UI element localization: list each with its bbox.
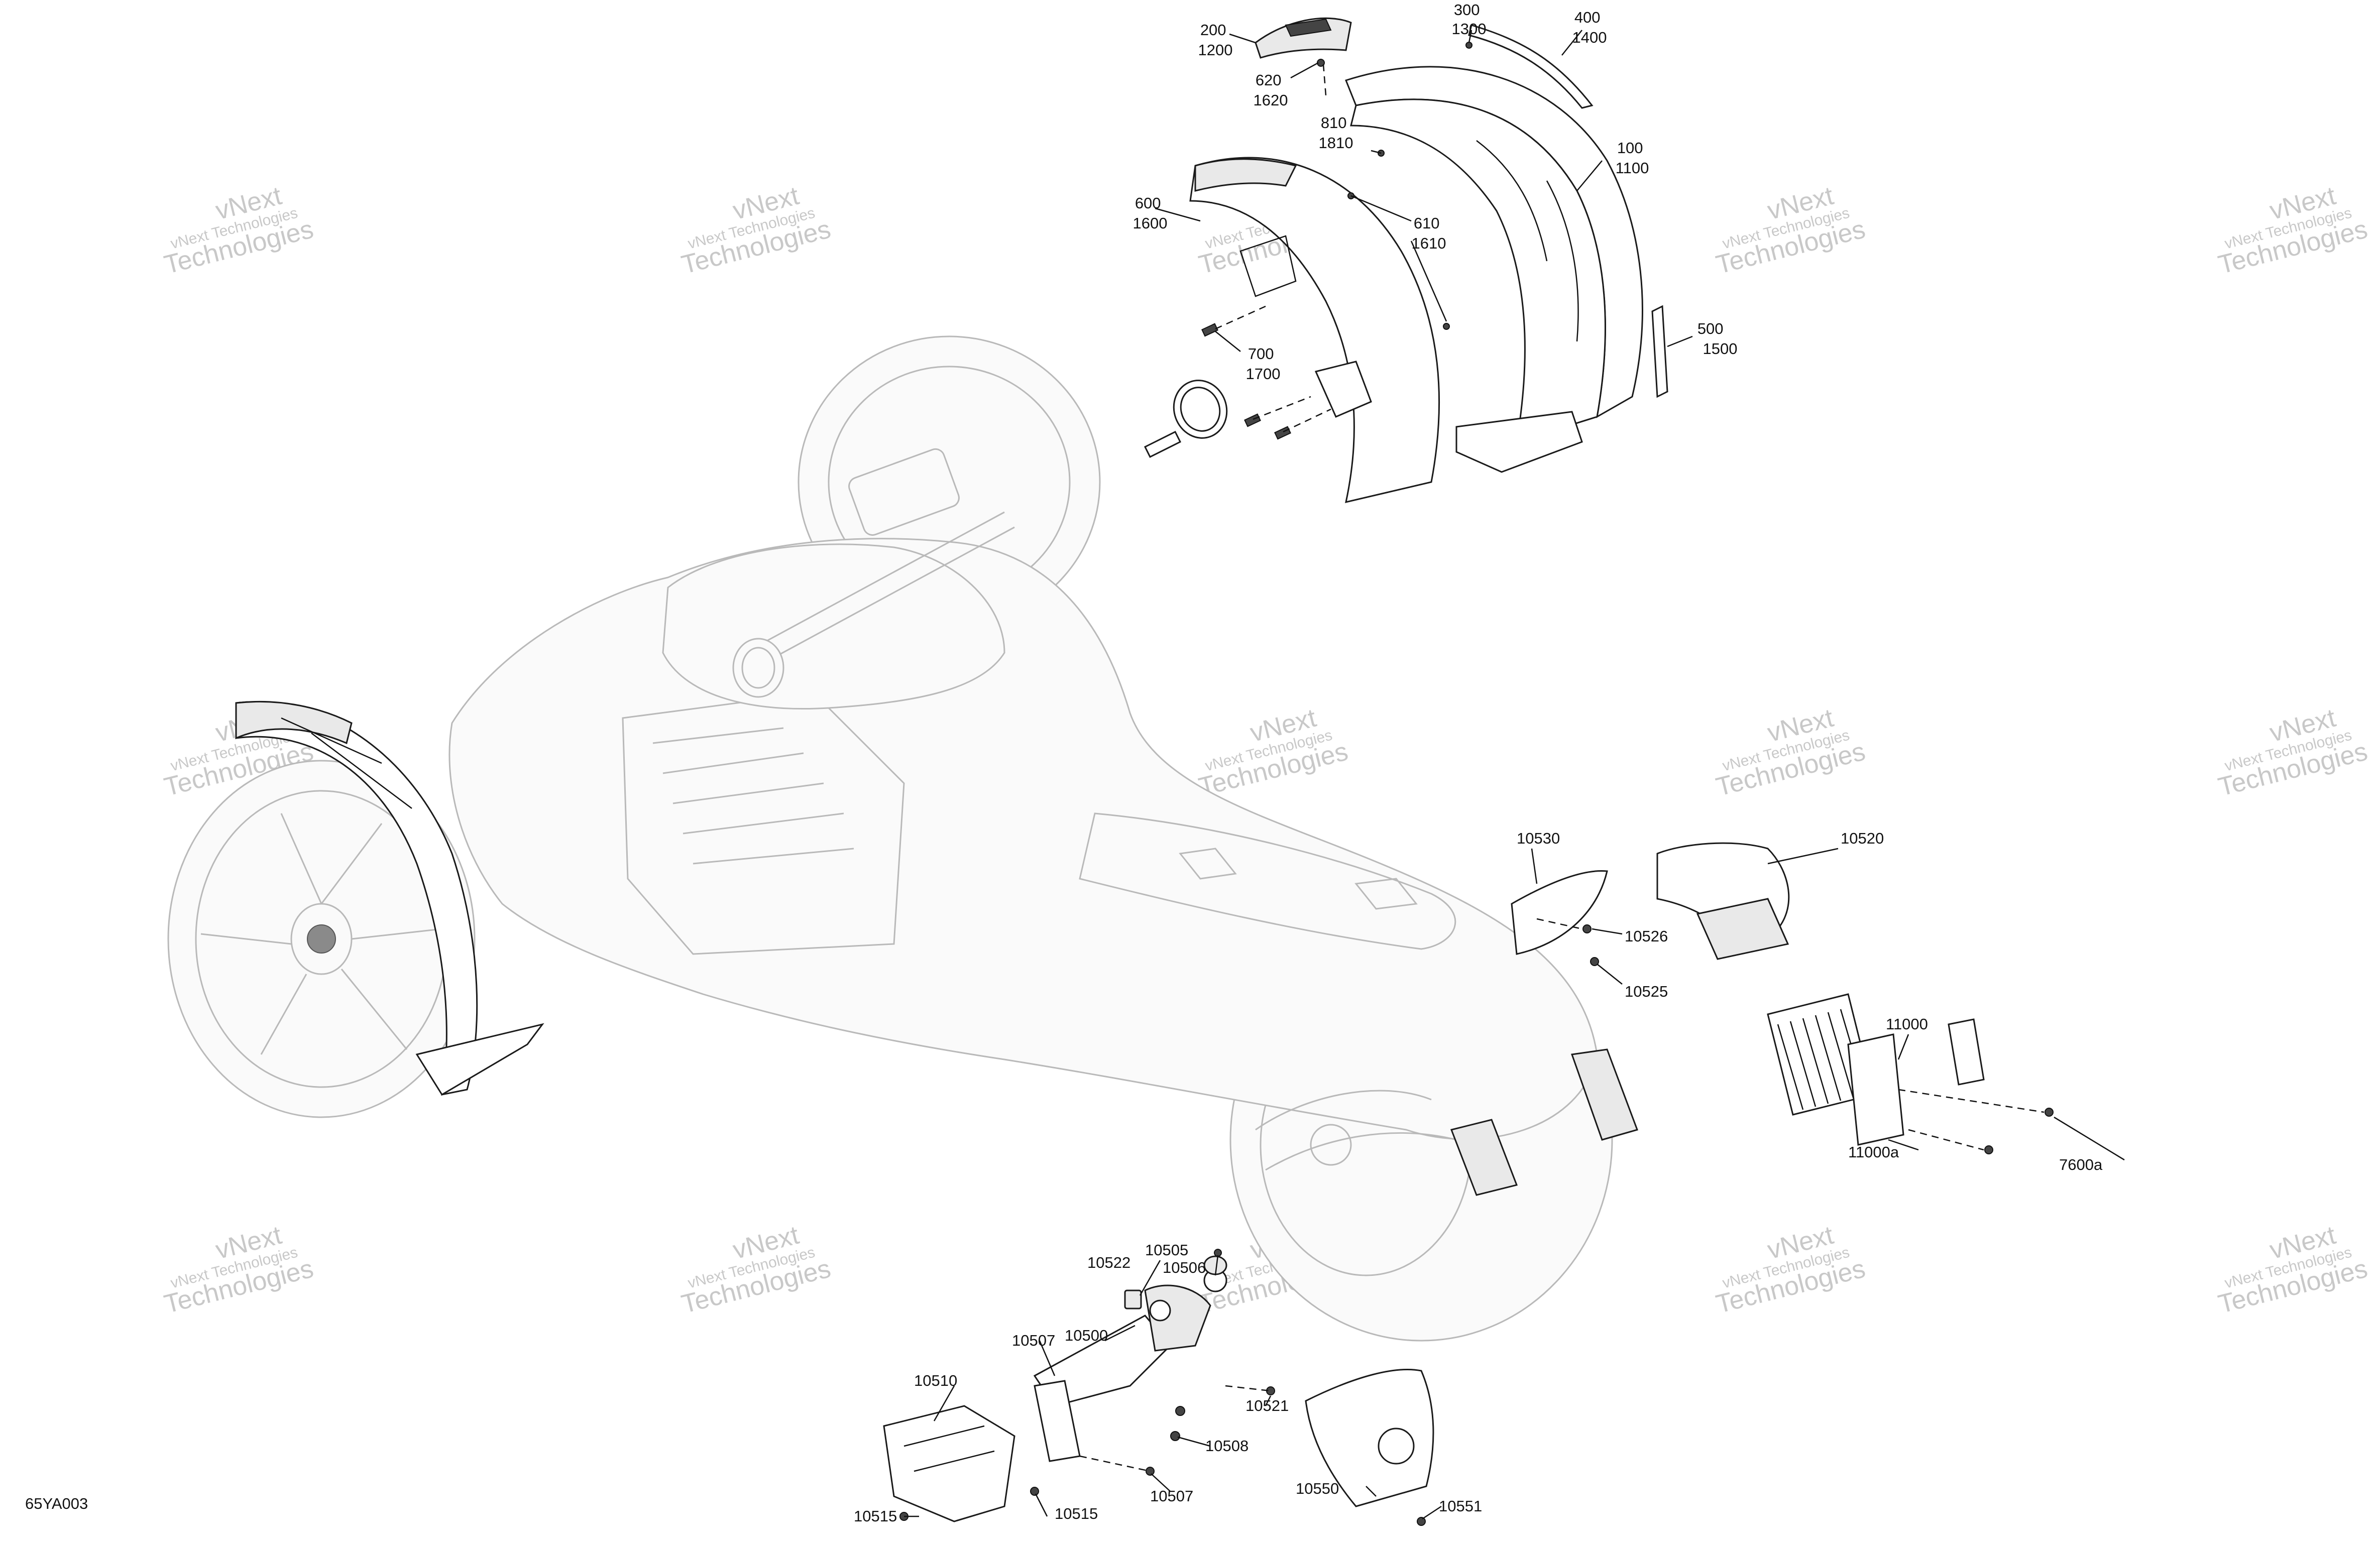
callout-200: 200 1200 — [1198, 21, 1233, 59]
callout-10505: 10505 — [1145, 1241, 1188, 1259]
rear-license-assembly — [1511, 842, 2054, 1154]
callout-11000: 11000 — [1886, 1015, 1928, 1033]
callout-10515-left: 10515 — [854, 1507, 897, 1525]
callout-10507-lower: 10507 — [1150, 1487, 1193, 1505]
callout-610: 610 1610 — [1412, 214, 1446, 252]
callout-10515-right: 10515 — [1055, 1505, 1098, 1522]
callout-500: 500 1500 — [1697, 320, 1738, 358]
callout-10506: 10506 — [1163, 1259, 1206, 1276]
callout-810: 810 1810 — [1319, 114, 1353, 152]
callout-400: 400 1400 — [1572, 9, 1607, 46]
callout-10521: 10521 — [1245, 1397, 1289, 1414]
callout-300: 300 1300 — [1452, 1, 1487, 38]
callout-600: 600 1600 — [1133, 194, 1168, 232]
leader-lines — [904, 30, 2125, 1520]
callout-10526: 10526 — [1625, 927, 1668, 945]
callout-700: 700 1700 — [1246, 345, 1281, 383]
front-fender-exploded-assembly — [1189, 17, 1668, 504]
diagram-code: 65YA003 — [25, 1495, 88, 1512]
vehicle-ghost-outline — [167, 335, 1638, 1342]
callout-10510: 10510 — [914, 1372, 957, 1389]
callout-7600a: 7600a — [2059, 1156, 2103, 1173]
callout-10520: 10520 — [1841, 829, 1884, 847]
callout-labels: 200 1200 620 1620 300 1300 400 1400 810 … — [25, 1, 2103, 1525]
front-left-fender — [235, 700, 544, 1096]
callout-620: 620 1620 — [1254, 71, 1288, 109]
callout-100: 100 1100 — [1616, 139, 1649, 177]
callout-10508: 10508 — [1205, 1437, 1249, 1455]
callout-10507-upper: 10507 — [1012, 1332, 1055, 1349]
callout-10500: 10500 — [1065, 1327, 1108, 1344]
callout-10551: 10551 — [1439, 1497, 1482, 1515]
callout-10522: 10522 — [1087, 1254, 1130, 1271]
callout-11000a: 11000a — [1848, 1143, 1899, 1161]
callout-10525: 10525 — [1625, 983, 1668, 1000]
callout-10530: 10530 — [1517, 829, 1560, 847]
callout-10550: 10550 — [1296, 1480, 1339, 1497]
lower-bracket-assembly — [883, 1249, 1434, 1526]
